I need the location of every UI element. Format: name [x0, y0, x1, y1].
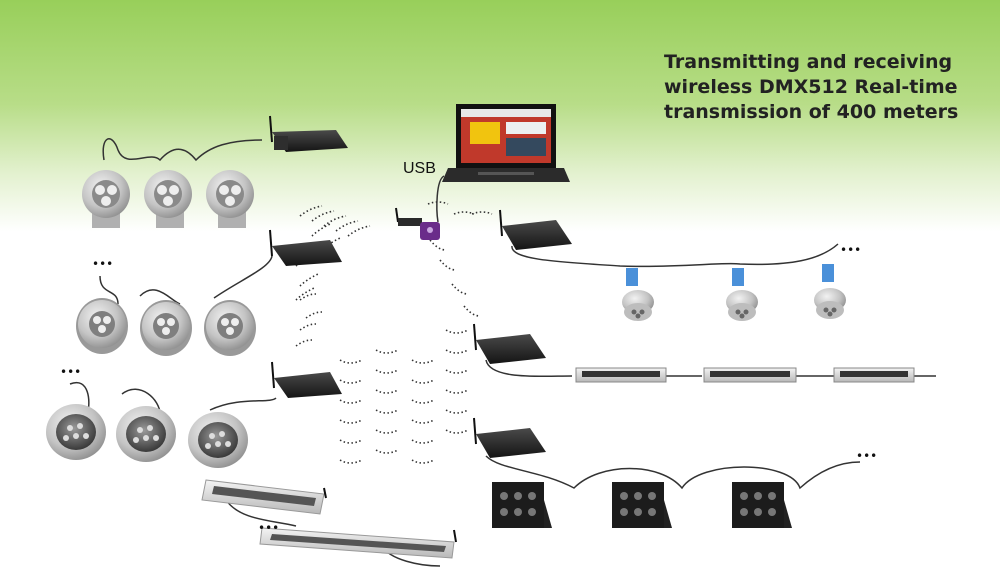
continuation-mark: ••• [840, 243, 861, 257]
continuation-mark: ••• [92, 257, 113, 271]
downlight-icon [46, 404, 106, 460]
laptop-icon [442, 104, 570, 182]
wireless-dmx-receiver-icon [473, 323, 546, 364]
radio-wave-icon [411, 359, 435, 464]
floodlight-icon [492, 482, 552, 528]
wireless-dmx-receiver-icon [499, 209, 572, 250]
continuation-mark: ••• [856, 449, 877, 463]
ceiling-light-icon [814, 264, 846, 319]
radio-wave-icon [375, 349, 399, 454]
radio-wave-icon [445, 329, 469, 434]
radio-wave-icon [427, 201, 493, 215]
wireless-dmx-receiver-icon [473, 417, 546, 458]
inground-light-icon [76, 298, 128, 354]
led-bar-icon [703, 367, 797, 383]
led-wall-washer-icon [201, 479, 327, 515]
headline: Transmitting and receiving wireless DMX5… [664, 50, 984, 125]
ceiling-light-icon [622, 268, 654, 321]
radio-wave-icon [299, 205, 371, 237]
inground-light-icon [204, 300, 256, 356]
headline-line-3: transmission of 400 meters [664, 101, 959, 123]
dmx-cables [69, 138, 936, 567]
continuation-mark: ••• [258, 521, 279, 535]
spotlight-icon [82, 170, 130, 228]
continuation-mark: ••• [60, 365, 81, 379]
usb-label: USB [403, 160, 436, 177]
headline-line-1: Transmitting and receiving [664, 51, 953, 73]
radio-waves [295, 201, 493, 464]
ceiling-light-icon [726, 268, 758, 321]
floodlight-icon [612, 482, 672, 528]
downlight-icon [188, 412, 248, 468]
wireless-dmx-receiver-icon [269, 115, 348, 152]
dmx-transmitter-icon [395, 207, 440, 240]
floodlight-icon [732, 482, 792, 528]
wireless-dmx-receiver-icon [271, 361, 342, 398]
led-wall-washer-icon [259, 527, 457, 559]
inground-light-icon [140, 300, 192, 356]
spotlight-icon [206, 170, 254, 228]
radio-wave-icon [339, 359, 363, 464]
led-bar-icon [575, 367, 667, 383]
led-bar-icon [833, 367, 915, 383]
radio-wave-icon [429, 239, 481, 317]
usb-cable [436, 175, 445, 223]
spotlight-icon [144, 170, 192, 228]
wireless-dmx-receiver-icon [269, 229, 342, 266]
downlight-icon [116, 406, 176, 462]
radio-wave-icon [295, 293, 323, 347]
headline-line-2: wireless DMX512 Real-time [664, 76, 958, 98]
